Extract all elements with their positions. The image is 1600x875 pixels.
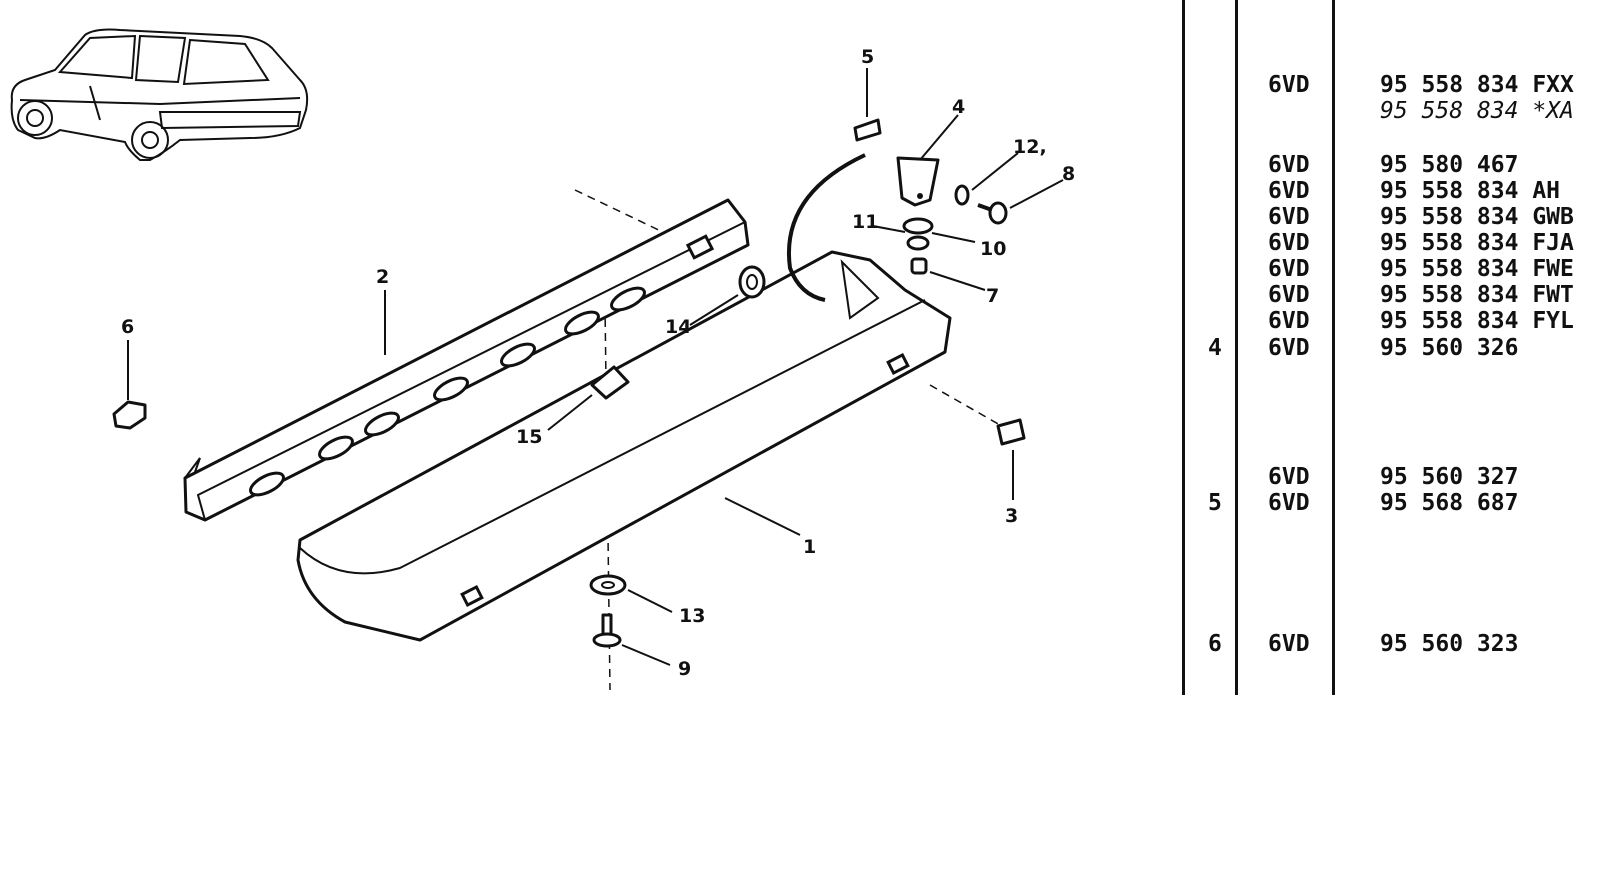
table-cell-part: 95 558 834 FWT xyxy=(1380,282,1574,308)
callout-4: 4 xyxy=(952,96,965,118)
table-cell-part: 95 560 323 xyxy=(1380,631,1519,657)
callout-5: 5 xyxy=(861,46,874,68)
table-cell-part: 95 558 834 FWE xyxy=(1380,256,1574,282)
washer-part xyxy=(954,184,970,206)
callout-6: 6 xyxy=(121,316,134,338)
table-cell-code: 6VD xyxy=(1268,230,1310,256)
table-cell-code: 6VD xyxy=(1268,152,1310,178)
table-cell-code: 6VD xyxy=(1268,72,1310,98)
bumper-reinforcement-part xyxy=(183,198,750,522)
end-cap-part xyxy=(996,418,1026,446)
table-cell-part: 95 558 834 FYL xyxy=(1380,308,1574,334)
callout-14: 14 xyxy=(665,316,691,338)
table-cell-part: 95 558 834 FXX xyxy=(1380,72,1574,98)
table-cell-part: 95 580 467 xyxy=(1380,152,1519,178)
clip-part xyxy=(853,118,882,142)
table-cell-ref: 4 xyxy=(1208,335,1222,361)
table-cell-ref: 5 xyxy=(1208,490,1222,516)
bracket-part xyxy=(896,156,940,207)
callout-9: 9 xyxy=(678,658,691,680)
assembly-axis xyxy=(574,189,691,246)
table-cell-code: 6VD xyxy=(1268,308,1310,334)
table-divider xyxy=(1182,0,1185,695)
table-cell-part: 95 568 687 xyxy=(1380,490,1519,516)
table-cell-part: 95 558 834 AH xyxy=(1380,178,1561,204)
spacer-part xyxy=(906,235,930,251)
bumper-trim-strip xyxy=(787,153,866,302)
callout-1: 1 xyxy=(803,536,816,558)
rubber-buffer-part xyxy=(738,265,766,299)
callout-10: 10 xyxy=(980,238,1006,260)
table-cell-part: 95 558 834 FJA xyxy=(1380,230,1574,256)
table-cell-code: 6VD xyxy=(1268,335,1310,361)
table-divider xyxy=(1332,0,1335,695)
table-cell-ref: 6 xyxy=(1208,631,1222,657)
table-cell-part: 95 560 327 xyxy=(1380,464,1519,490)
table-cell-code: 6VD xyxy=(1268,204,1310,230)
table-cell-code: 6VD xyxy=(1268,178,1310,204)
table-cell-code: 6VD xyxy=(1268,631,1310,657)
callout-2: 2 xyxy=(376,266,389,288)
washer-part xyxy=(589,574,627,596)
nut-part xyxy=(910,257,928,275)
table-cell-part: 95 558 834 GWB xyxy=(1380,204,1574,230)
exploded-parts-diagram: 1 2 3 4 5 6 7 8 9 10 11 12, 13 14 15 xyxy=(10,28,1075,691)
callout-11: 11 xyxy=(852,211,878,233)
table-divider xyxy=(1235,0,1238,695)
table-cell-part: 95 560 326 xyxy=(1380,335,1519,361)
car-thumbnail xyxy=(10,28,309,161)
table-cell-code: 6VD xyxy=(1268,256,1310,282)
screw-part xyxy=(977,201,1008,225)
washer-part xyxy=(902,217,934,235)
table-cell-part: 95 558 834 *XA xyxy=(1380,98,1574,124)
table-cell-code: 6VD xyxy=(1268,282,1310,308)
table-cell-code: 6VD xyxy=(1268,490,1310,516)
callout-15: 15 xyxy=(516,426,542,448)
end-cap-part xyxy=(112,400,147,430)
bumper-part xyxy=(296,250,952,642)
leader-lines xyxy=(127,68,1064,666)
callout-8: 8 xyxy=(1062,163,1075,185)
callout-12: 12, xyxy=(1013,136,1047,158)
callout-7: 7 xyxy=(986,285,999,307)
bolt-part xyxy=(592,613,622,648)
callout-3: 3 xyxy=(1005,505,1018,527)
callout-13: 13 xyxy=(679,605,705,627)
assembly-axis xyxy=(929,384,1001,426)
clip-nut-part xyxy=(590,365,630,400)
table-cell-code: 6VD xyxy=(1268,464,1310,490)
